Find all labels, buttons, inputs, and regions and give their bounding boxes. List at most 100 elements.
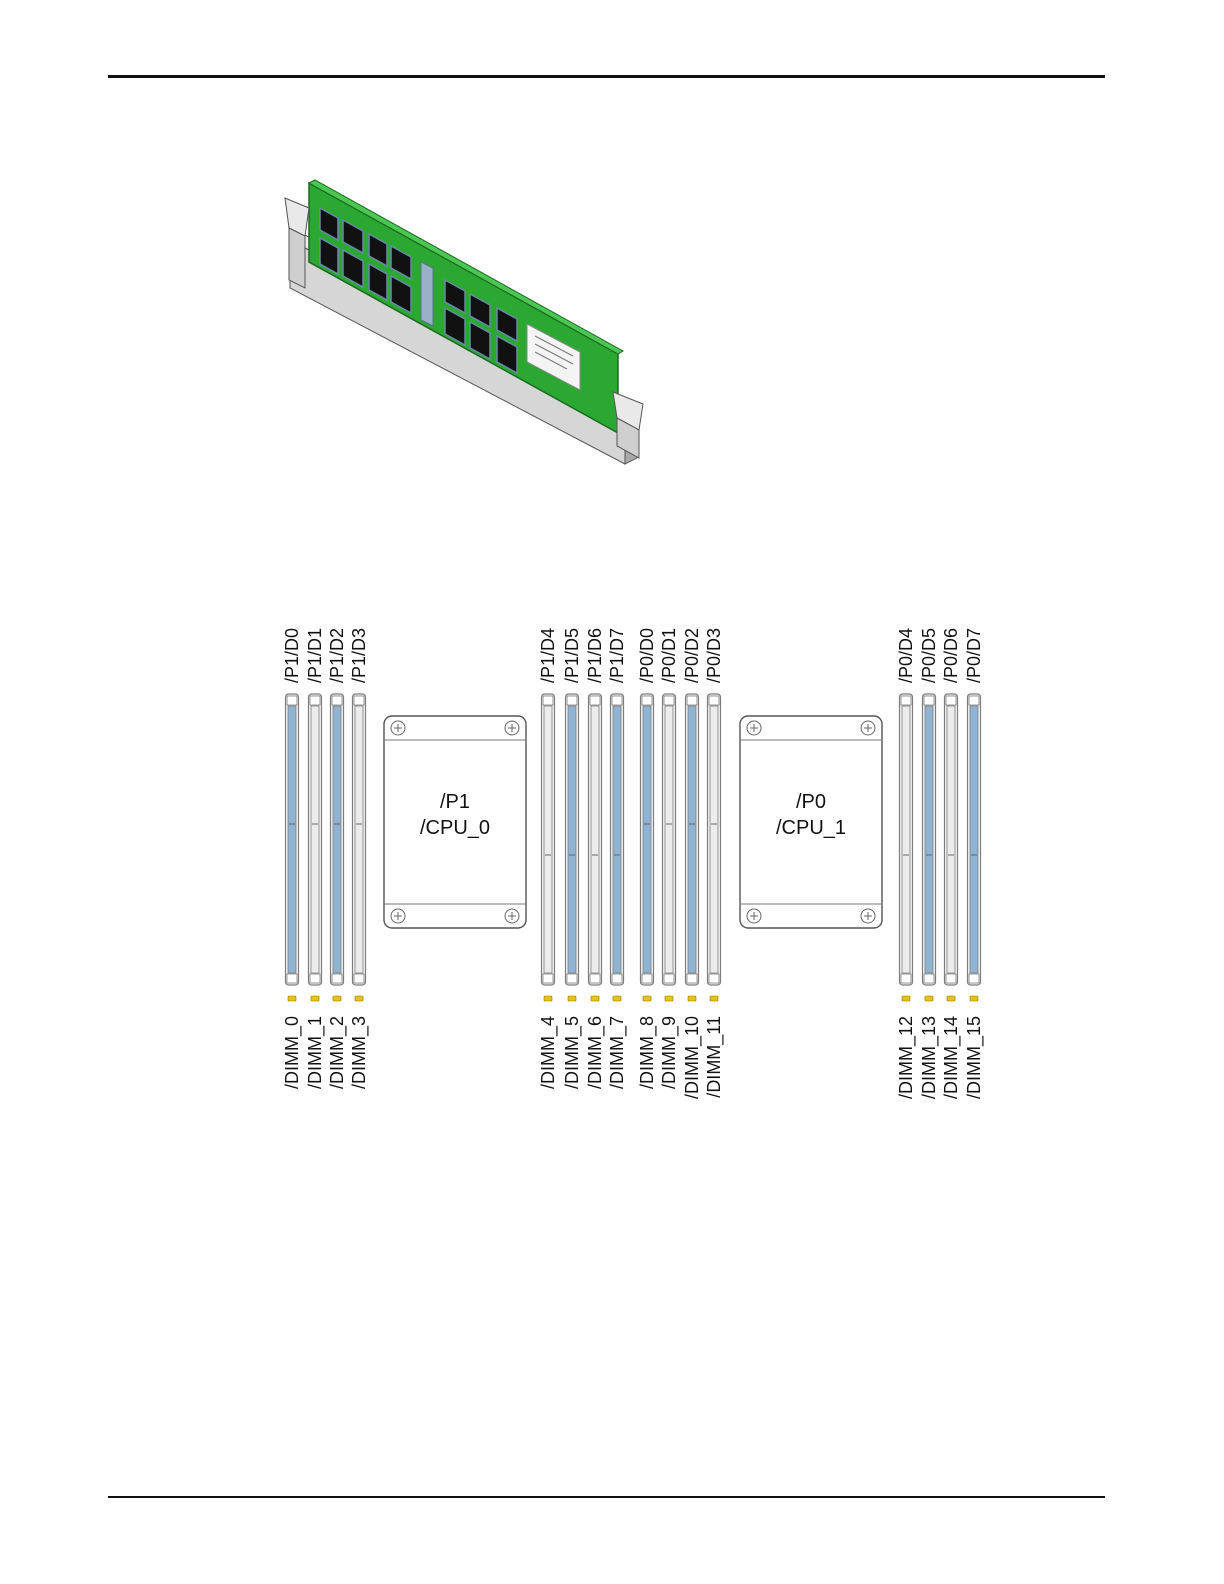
slot-path-label: /P0/D5 <box>919 628 939 683</box>
dimm-slot: /P0/D3/DIMM_11 <box>704 628 725 1098</box>
slot-dimm-label: /DIMM_9 <box>659 1016 680 1089</box>
dimm-slot: /P1/D5/DIMM_5 <box>562 628 583 1089</box>
dimm-slot: /P0/D1/DIMM_9 <box>659 628 680 1089</box>
slot-led <box>544 996 552 1001</box>
slot-latch-bottom <box>664 974 674 983</box>
dimm-slot: /P1/D2/DIMM_2 <box>327 628 348 1089</box>
slot-dimm-label: /DIMM_6 <box>585 1016 606 1089</box>
dimm-slot: /P0/D6/DIMM_14 <box>941 628 962 1099</box>
slot-led <box>688 996 696 1001</box>
dimm-slot: /P1/D4/DIMM_4 <box>538 628 559 1089</box>
slot-led <box>355 996 363 1001</box>
slot-body <box>947 706 955 973</box>
slot-dimm-label: /DIMM_2 <box>327 1016 348 1089</box>
dimm-slot: /P1/D7/DIMM_7 <box>607 628 628 1089</box>
slot-led <box>333 996 341 1001</box>
slot-latch-bottom <box>543 974 553 983</box>
slot-latch-bottom <box>310 974 320 983</box>
slot-latch-bottom <box>642 974 652 983</box>
slot-path-label: /P0/D3 <box>704 628 724 683</box>
slot-body <box>688 706 696 973</box>
slot-latch-top <box>310 696 320 705</box>
slot-body <box>333 706 341 973</box>
slot-path-label: /P1/D5 <box>562 628 582 683</box>
slot-body <box>544 706 552 973</box>
dimm-slot: /P1/D6/DIMM_6 <box>585 628 606 1089</box>
slot-latch-top <box>664 696 674 705</box>
slot-path-label: /P1/D6 <box>585 628 605 683</box>
slot-latch-top <box>567 696 577 705</box>
slot-latch-bottom <box>332 974 342 983</box>
footer-rule <box>108 1496 1105 1498</box>
slot-path-label: /P0/D6 <box>941 628 961 683</box>
slot-latch-top <box>642 696 652 705</box>
dimm-slot: /P0/D7/DIMM_15 <box>964 628 985 1099</box>
slot-path-label: /P1/D7 <box>607 628 627 683</box>
slot-body <box>710 706 718 973</box>
dimm-slot: /P0/D2/DIMM_10 <box>682 628 703 1099</box>
slot-led <box>591 996 599 1001</box>
slot-latch-bottom <box>687 974 697 983</box>
slot-dimm-label: /DIMM_4 <box>538 1016 559 1089</box>
slot-latch-top <box>969 696 979 705</box>
slot-body <box>288 706 296 973</box>
slot-led <box>613 996 621 1001</box>
slot-latch-bottom <box>612 974 622 983</box>
slot-body <box>643 706 651 973</box>
slot-dimm-label: /DIMM_8 <box>637 1016 658 1089</box>
slot-path-label: /P0/D4 <box>896 628 916 683</box>
slot-path-label: /P0/D1 <box>659 628 679 683</box>
slot-dimm-label: /DIMM_3 <box>349 1016 370 1089</box>
dimm-slot: /P0/D4/DIMM_12 <box>896 628 917 1099</box>
slot-latch-bottom <box>969 974 979 983</box>
slot-latch-top <box>543 696 553 705</box>
slot-body <box>591 706 599 973</box>
slot-dimm-label: /DIMM_7 <box>607 1016 628 1089</box>
slot-path-label: /P0/D7 <box>964 628 984 683</box>
slot-latch-top <box>924 696 934 705</box>
cpu-name-label: /CPU_1 <box>776 817 846 839</box>
cpu-socket: /P0/CPU_1 <box>740 716 882 928</box>
slot-dimm-label: /DIMM_0 <box>282 1016 303 1089</box>
dimm-slot: /P1/D0/DIMM_0 <box>282 628 303 1089</box>
slot-body <box>311 706 319 973</box>
slot-body <box>665 706 673 973</box>
slot-latch-top <box>332 696 342 705</box>
slot-led <box>925 996 933 1001</box>
slot-dimm-label: /DIMM_5 <box>562 1016 583 1089</box>
slot-path-label: /P1/D3 <box>349 628 369 683</box>
slot-dimm-label: /DIMM_10 <box>682 1016 703 1099</box>
slot-led <box>947 996 955 1001</box>
slot-latch-top <box>946 696 956 705</box>
cpu-path-label: /P0 <box>796 791 826 813</box>
slot-path-label: /P1/D0 <box>282 628 302 683</box>
slot-latch-top <box>612 696 622 705</box>
slot-dimm-label: /DIMM_14 <box>941 1016 962 1099</box>
slot-led <box>665 996 673 1001</box>
slot-led <box>970 996 978 1001</box>
slot-latch-bottom <box>567 974 577 983</box>
dimm-slot: /P0/D5/DIMM_13 <box>919 628 940 1099</box>
slot-body <box>355 706 363 973</box>
slot-dimm-label: /DIMM_15 <box>964 1016 985 1099</box>
slot-latch-bottom <box>946 974 956 983</box>
cpu-socket: /P1/CPU_0 <box>384 716 526 928</box>
slot-latch-top <box>901 696 911 705</box>
dimm-slot: /P1/D3/DIMM_3 <box>349 628 370 1089</box>
slot-latch-top <box>287 696 297 705</box>
slot-body <box>613 706 621 973</box>
slot-latch-bottom <box>354 974 364 983</box>
slot-dimm-label: /DIMM_13 <box>919 1016 940 1099</box>
slot-body <box>970 706 978 973</box>
slot-led <box>710 996 718 1001</box>
slot-path-label: /P0/D2 <box>682 628 702 683</box>
slot-latch-top <box>687 696 697 705</box>
slot-path-label: /P0/D0 <box>637 628 657 683</box>
slot-body <box>925 706 933 973</box>
slot-led <box>902 996 910 1001</box>
dimm-slot: /P1/D1/DIMM_1 <box>305 628 326 1089</box>
slot-body <box>568 706 576 973</box>
slot-led <box>311 996 319 1001</box>
slot-path-label: /P1/D2 <box>327 628 347 683</box>
